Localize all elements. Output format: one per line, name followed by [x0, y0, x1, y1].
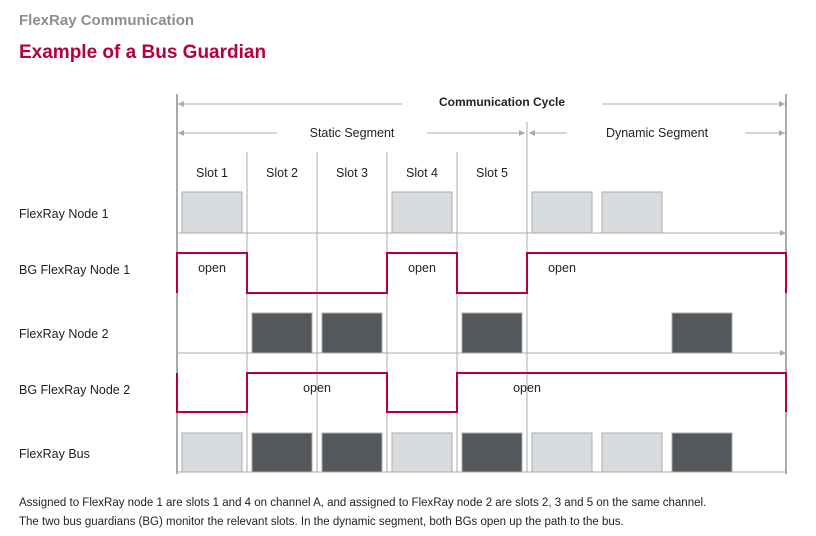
node1-frame	[181, 191, 243, 234]
arrowhead-icon	[779, 101, 785, 107]
page-title: Example of a Bus Guardian	[19, 42, 267, 63]
node1-frame	[601, 191, 663, 234]
slot-label: Slot 3	[336, 166, 368, 180]
arrowhead-icon	[780, 350, 786, 356]
slot-label: Slot 1	[196, 166, 228, 180]
bg2-open-label: open	[303, 381, 331, 395]
row-label-node1: FlexRay Node 1	[19, 207, 109, 221]
node1-frame	[531, 191, 593, 234]
bg1-open-label: open	[408, 261, 436, 275]
bus-frame	[321, 432, 383, 473]
caption-line-2: The two bus guardians (BG) monitor the r…	[19, 516, 624, 528]
bus-frame	[181, 432, 243, 473]
arrowhead-icon	[780, 230, 786, 236]
node2-frame	[251, 312, 313, 354]
caption-line-1: Assigned to FlexRay node 1 are slots 1 a…	[19, 497, 707, 509]
bus-frame	[601, 432, 663, 473]
row-label-bg-node2: BG FlexRay Node 2	[19, 383, 131, 397]
bus-frame	[461, 432, 523, 473]
static-segment-label: Static Segment	[310, 126, 395, 140]
node2-frame	[671, 312, 733, 354]
cycle-label: Communication Cycle	[439, 95, 565, 109]
page-subtitle: FlexRay Communication	[19, 12, 195, 29]
arrowhead-icon	[178, 130, 184, 136]
bg2-open-label: open	[513, 381, 541, 395]
slot-label: Slot 4	[406, 166, 438, 180]
row-label-bg-node1: BG FlexRay Node 1	[19, 263, 131, 277]
bus-frame	[251, 432, 313, 473]
slot-label: Slot 2	[266, 166, 298, 180]
caption: Assigned to FlexRay node 1 are slots 1 a…	[19, 494, 706, 532]
bg1-open-label: open	[548, 261, 576, 275]
node2-frame	[461, 312, 523, 354]
bus-frame	[391, 432, 453, 473]
node2-frame	[321, 312, 383, 354]
arrowhead-icon	[529, 130, 535, 136]
arrowhead-icon	[178, 101, 184, 107]
row-label-bus: FlexRay Bus	[19, 447, 90, 461]
bus-frame	[671, 432, 733, 473]
slot-label: Slot 5	[476, 166, 508, 180]
arrowhead-icon	[519, 130, 525, 136]
bg2-signal	[176, 372, 787, 413]
bus-frame	[531, 432, 593, 473]
node1-frame	[391, 191, 453, 234]
arrowhead-icon	[779, 130, 785, 136]
row-label-node2: FlexRay Node 2	[19, 327, 109, 341]
dynamic-segment-label: Dynamic Segment	[606, 126, 709, 140]
bg1-open-label: open	[198, 261, 226, 275]
bg1-signal	[176, 252, 787, 294]
